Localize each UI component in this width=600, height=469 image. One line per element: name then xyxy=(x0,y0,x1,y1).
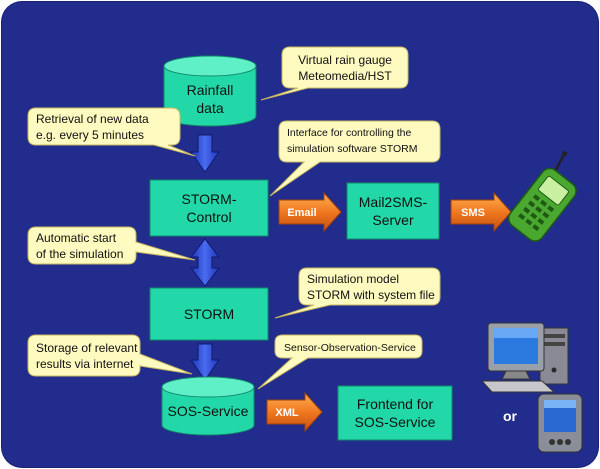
or-label: or xyxy=(503,408,518,424)
mobile-phone-icon xyxy=(507,151,577,242)
mail2sms-server-node: Mail2SMS- Server xyxy=(346,182,440,240)
storm-label: STORM xyxy=(184,306,234,322)
rainfall-data-node: Rainfall data xyxy=(163,55,257,127)
storm-control-node: STORM- Control xyxy=(149,179,269,237)
frontend-label-line1: Frontend for xyxy=(357,396,434,412)
sos-service-node: SOS-Service xyxy=(161,376,255,436)
callout-storage-line2: results via internet xyxy=(36,357,134,371)
email-arrow: Email xyxy=(278,191,342,233)
sms-arrow: SMS xyxy=(450,191,512,233)
callout-storage-line1: Storage of relevant xyxy=(36,341,138,355)
arrow-rainfall-to-control xyxy=(190,134,220,173)
xml-arrow: XML xyxy=(266,391,323,433)
callout-simulation-model: Simulation model STORM with system file xyxy=(274,267,441,319)
callout-virtual-rain-gauge-line2: Meteomedia/HST xyxy=(298,69,392,83)
storm-node: STORM xyxy=(149,287,269,341)
callout-virtual-rain-gauge-line1: Virtual rain gauge xyxy=(298,53,392,67)
sms-label: SMS xyxy=(461,207,485,219)
callout-interface-line2: simulation software STORM xyxy=(287,143,418,155)
callout-simulation-model-line2: STORM with system file xyxy=(307,288,435,302)
callout-sensor-observation-service: Sensor-Observation-Service xyxy=(257,334,423,390)
desktop-computer-icon xyxy=(480,322,569,393)
callout-interface: Interface for controlling the simulation… xyxy=(269,120,441,197)
mail2sms-label-line2: Server xyxy=(372,212,414,228)
callout-automatic-start-line1: Automatic start xyxy=(36,231,117,245)
email-label: Email xyxy=(287,207,316,219)
storm-control-label-line2: Control xyxy=(186,209,231,225)
rainfall-label-line2: data xyxy=(196,100,223,116)
mail2sms-label-line1: Mail2SMS- xyxy=(359,194,428,210)
callout-retrieval-line1: Retrieval of new data xyxy=(36,112,149,126)
storm-control-label-line1: STORM- xyxy=(182,191,237,207)
callout-retrieval: Retrieval of new data e.g. every 5 minut… xyxy=(27,107,196,157)
callout-interface-line1: Interface for controlling the xyxy=(287,127,411,139)
callout-sos-line1: Sensor-Observation-Service xyxy=(284,342,416,354)
callout-virtual-rain-gauge: Virtual rain gauge Meteomedia/HST xyxy=(260,46,409,101)
arrow-control-storm-bidirectional xyxy=(189,238,221,287)
callout-automatic-start-line2: of the simulation xyxy=(36,247,123,261)
rainfall-label-line1: Rainfall xyxy=(187,82,234,98)
callout-automatic-start: Automatic start of the simulation xyxy=(27,226,196,265)
arrow-storm-to-sos xyxy=(190,343,220,381)
callout-retrieval-line2: e.g. every 5 minutes xyxy=(36,128,144,142)
pda-icon xyxy=(537,393,583,453)
callout-simulation-model-line1: Simulation model xyxy=(307,272,399,286)
frontend-node: Frontend for SOS-Service xyxy=(337,385,453,441)
xml-label: XML xyxy=(275,407,299,419)
sos-label: SOS-Service xyxy=(168,403,249,419)
frontend-label-line2: SOS-Service xyxy=(355,414,436,430)
callout-storage: Storage of relevant results via internet xyxy=(27,334,193,377)
